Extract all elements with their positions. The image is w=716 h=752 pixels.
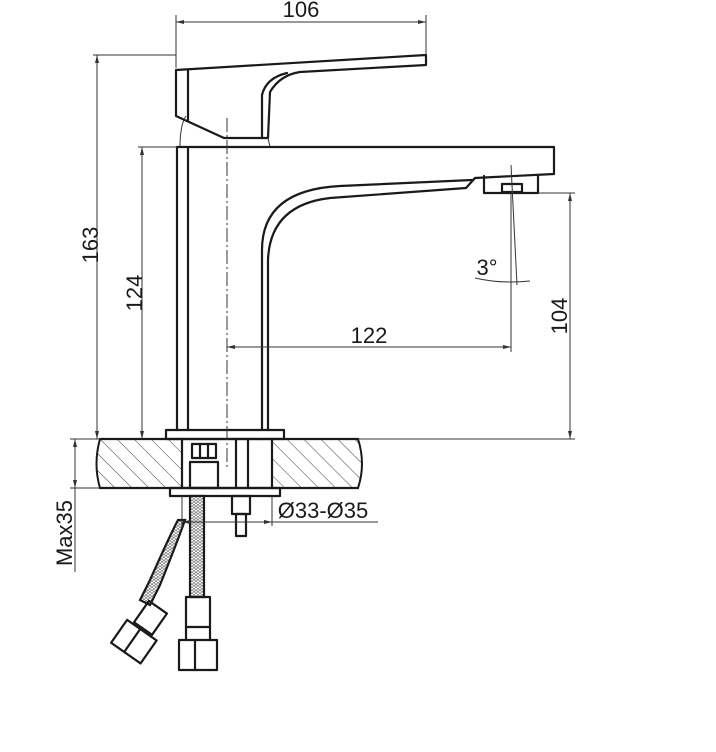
- faucet-body: [164, 145, 556, 441]
- mounting-assembly: [168, 437, 282, 538]
- dim-angle-label: 3°: [476, 255, 497, 280]
- dim-124-label: 124: [122, 275, 147, 312]
- countertop-section: [95, 437, 363, 490]
- dimension-handle-length: 106: [175, 0, 427, 68]
- flex-hoses: [109, 494, 219, 672]
- dim-104-label: 104: [547, 298, 572, 335]
- dimension-spout-reach: 122: [227, 193, 512, 352]
- dim-163-label: 163: [78, 227, 103, 264]
- dimension-mounting-hole: Ø33-Ø35: [181, 496, 378, 526]
- dim-122-label: 122: [351, 323, 388, 348]
- dimension-total-height: 163: [78, 54, 176, 439]
- dim-106-label: 106: [283, 0, 320, 22]
- dim-hole-label: Ø33-Ø35: [278, 498, 369, 523]
- dimension-counter-thickness: Max35: [52, 438, 100, 572]
- dimension-body-height: 124: [122, 146, 177, 439]
- dim-max35-label: Max35: [52, 500, 77, 566]
- faucet-handle: [174, 53, 428, 148]
- dimension-spout-height: 104: [358, 192, 575, 440]
- dimension-spout-angle: 3°: [474, 164, 531, 286]
